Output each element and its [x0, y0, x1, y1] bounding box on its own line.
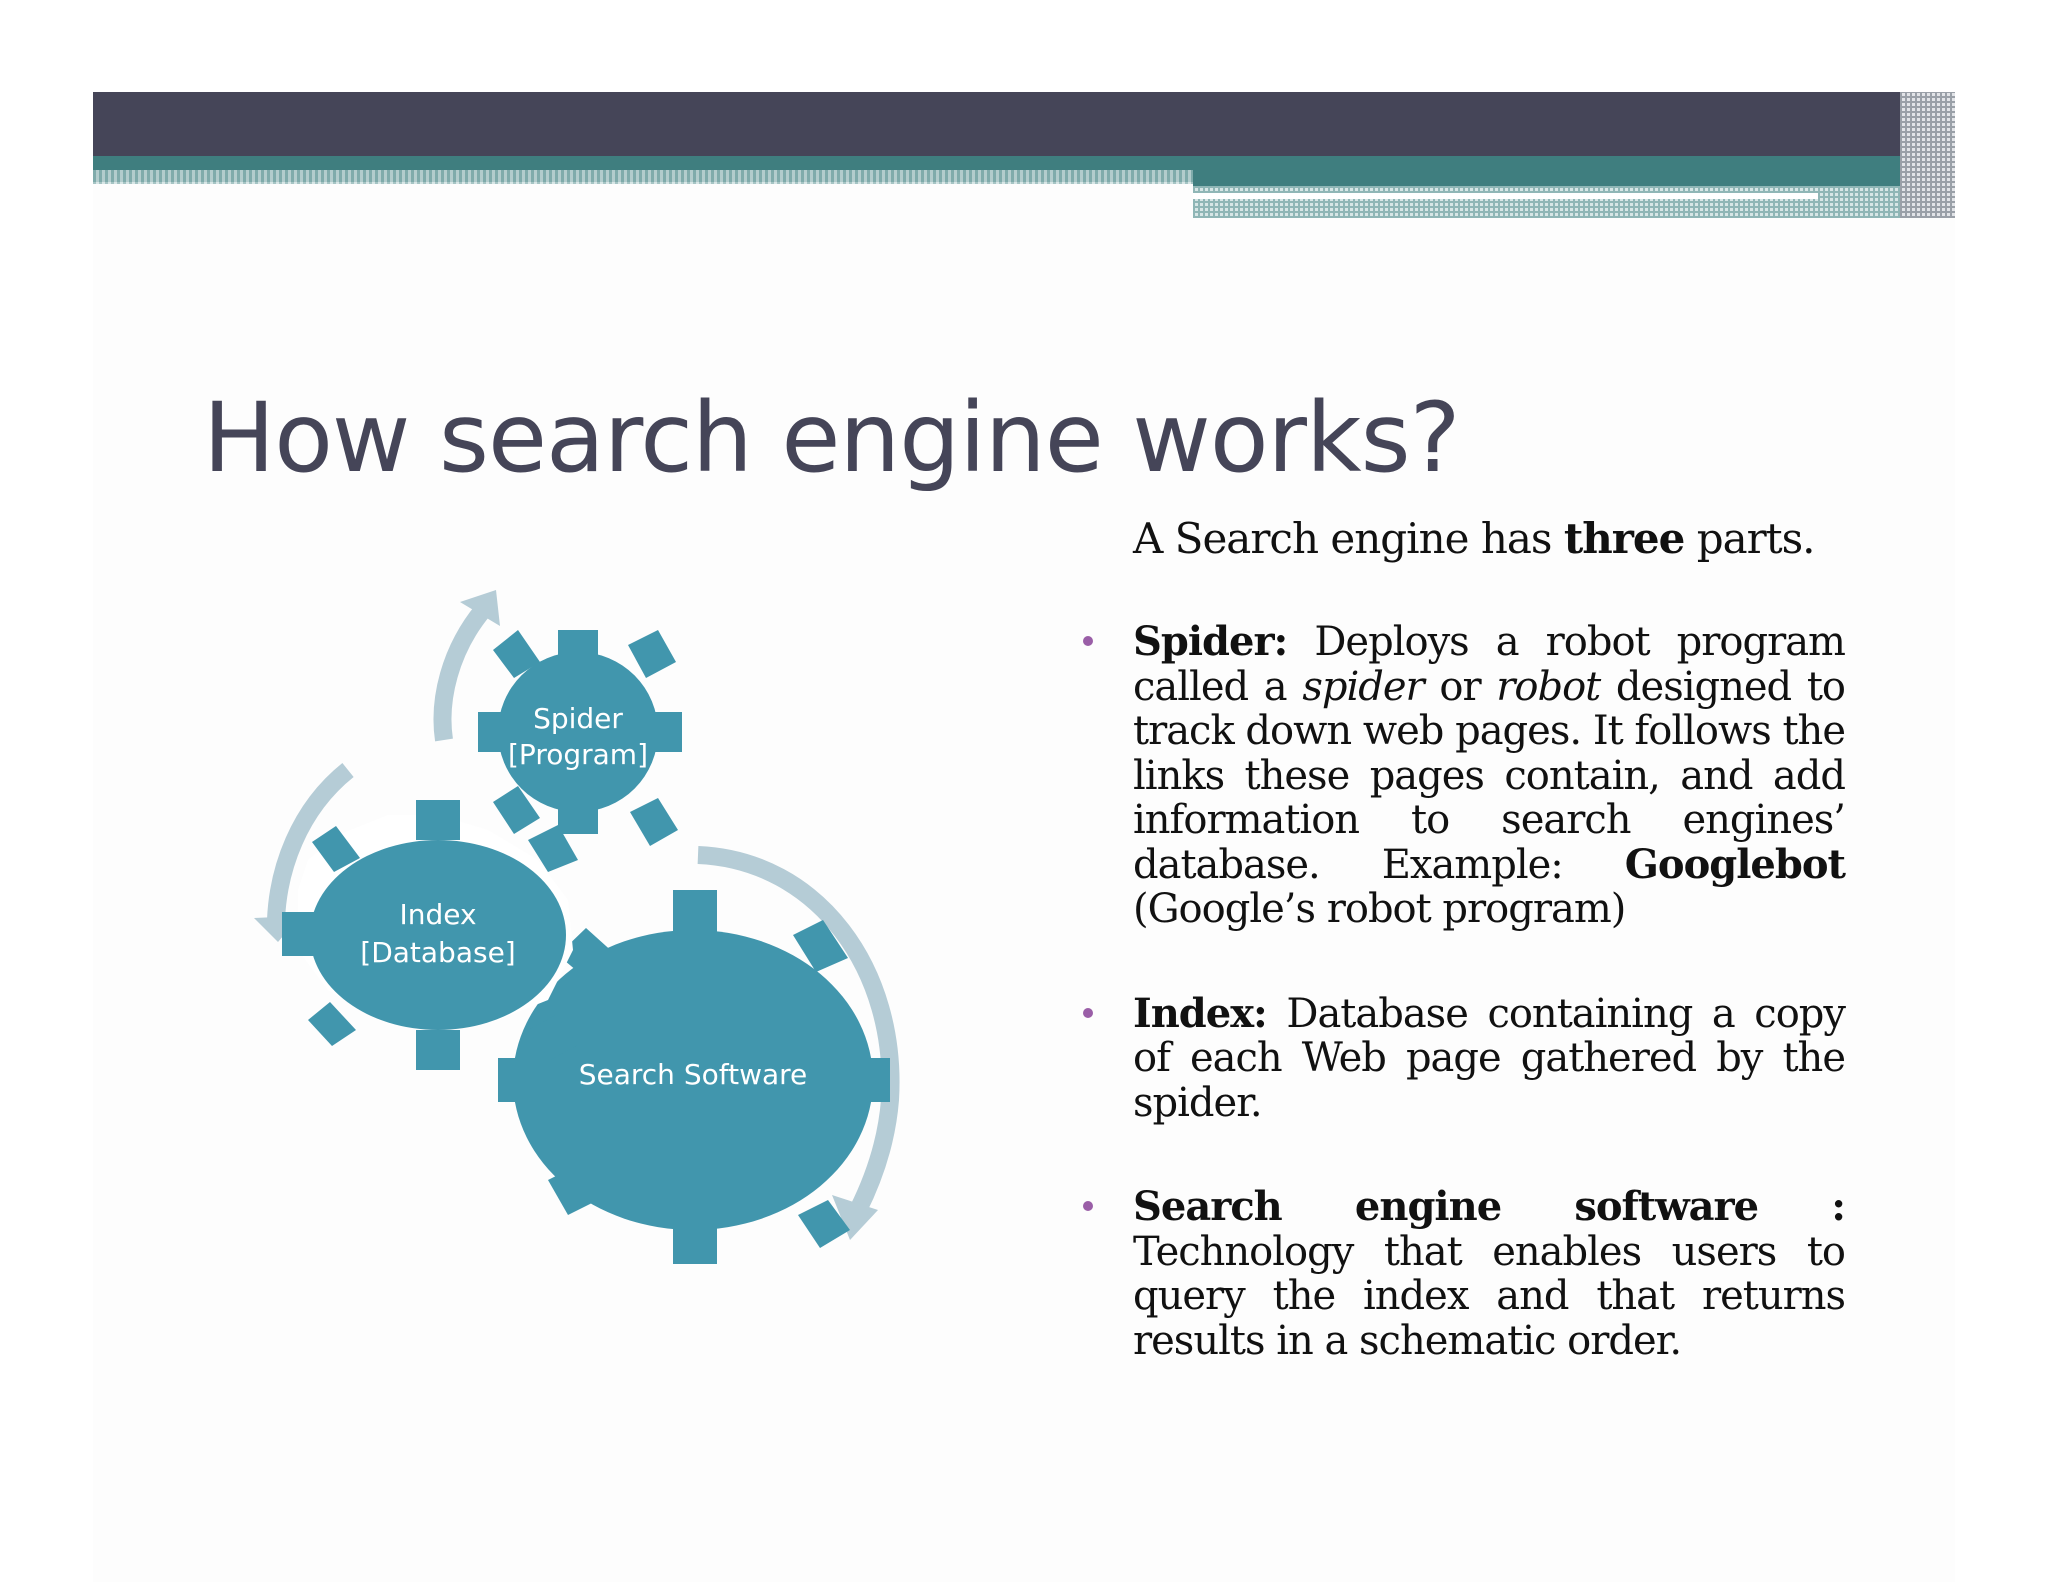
arrow-head-search-icon — [832, 1195, 878, 1240]
intro-after: parts. — [1684, 514, 1816, 563]
arrow-head-spider-icon — [460, 590, 500, 626]
list-item-search-software: Search engine software : Technology that… — [1075, 1183, 1846, 1364]
slide-title: How search engine works? — [203, 382, 1461, 494]
spider-description: Spider: Deploys a robot program called a… — [1133, 618, 1846, 932]
arrow-spider-icon — [433, 604, 491, 742]
bullet-dot-icon — [1083, 1201, 1093, 1211]
search-software-description: Search engine software : Technology that… — [1133, 1183, 1846, 1364]
search-software-text: Technology that enables users to query t… — [1133, 1228, 1846, 1364]
index-gear-icon — [282, 800, 578, 1070]
search-software-gear-icon — [498, 890, 890, 1264]
list-item-spider: Spider: Deploys a robot program called a… — [1075, 618, 1846, 932]
spider-bold-googlebot: Googlebot — [1624, 840, 1846, 888]
index-gear-label: Index — [399, 898, 476, 931]
bullet-dot-icon — [1083, 1007, 1093, 1018]
spider-text-3: designed to track down web pages. It fol… — [1133, 663, 1846, 888]
index-description: Index: Database containing a copy of eac… — [1133, 989, 1846, 1126]
spider-gear-sublabel: [Program] — [508, 738, 648, 771]
spider-term: Spider: — [1133, 618, 1288, 665]
header-checker-block — [1900, 92, 1955, 218]
index-text: Database containing a copy of each Web p… — [1133, 990, 1846, 1126]
bullet-dot-icon — [1083, 636, 1093, 646]
gears-diagram: Spider [Program] Index [Database] Search… — [254, 590, 900, 1264]
spider-gear-label: Spider — [533, 702, 623, 735]
spider-text-2: or — [1423, 663, 1497, 710]
list-item-index: Index: Database containing a copy of eac… — [1075, 989, 1846, 1126]
index-term: Index: — [1133, 989, 1268, 1037]
header-grid-strip-left — [93, 170, 1193, 184]
header-white-line — [1193, 193, 1818, 199]
intro-text: A Search engine has three parts. — [1133, 511, 1816, 567]
spider-text-1: Deploys a robot program called a — [1133, 619, 1846, 710]
search-gear-label: Search Software — [579, 1058, 808, 1091]
header-teal-bar-right — [1193, 156, 1900, 186]
header-grid-strip-right — [1193, 186, 1900, 218]
search-software-term: Search engine software : — [1133, 1183, 1846, 1230]
intro-before: A Search engine has — [1133, 514, 1564, 563]
arrow-index-icon — [267, 762, 354, 921]
parts-list: Spider: Deploys a robot program called a… — [1075, 618, 1846, 1364]
arrow-search-icon — [697, 846, 900, 1215]
intro-bold: three — [1563, 514, 1686, 563]
index-gear-sublabel: [Database] — [360, 936, 515, 969]
spider-text-4: (Google’s robot program) — [1133, 886, 1626, 932]
header-dark-bar — [93, 92, 1900, 156]
spider-italic-robot: robot — [1496, 663, 1601, 710]
spider-italic-spider: spider — [1302, 663, 1424, 710]
spider-gear-icon — [478, 630, 682, 846]
